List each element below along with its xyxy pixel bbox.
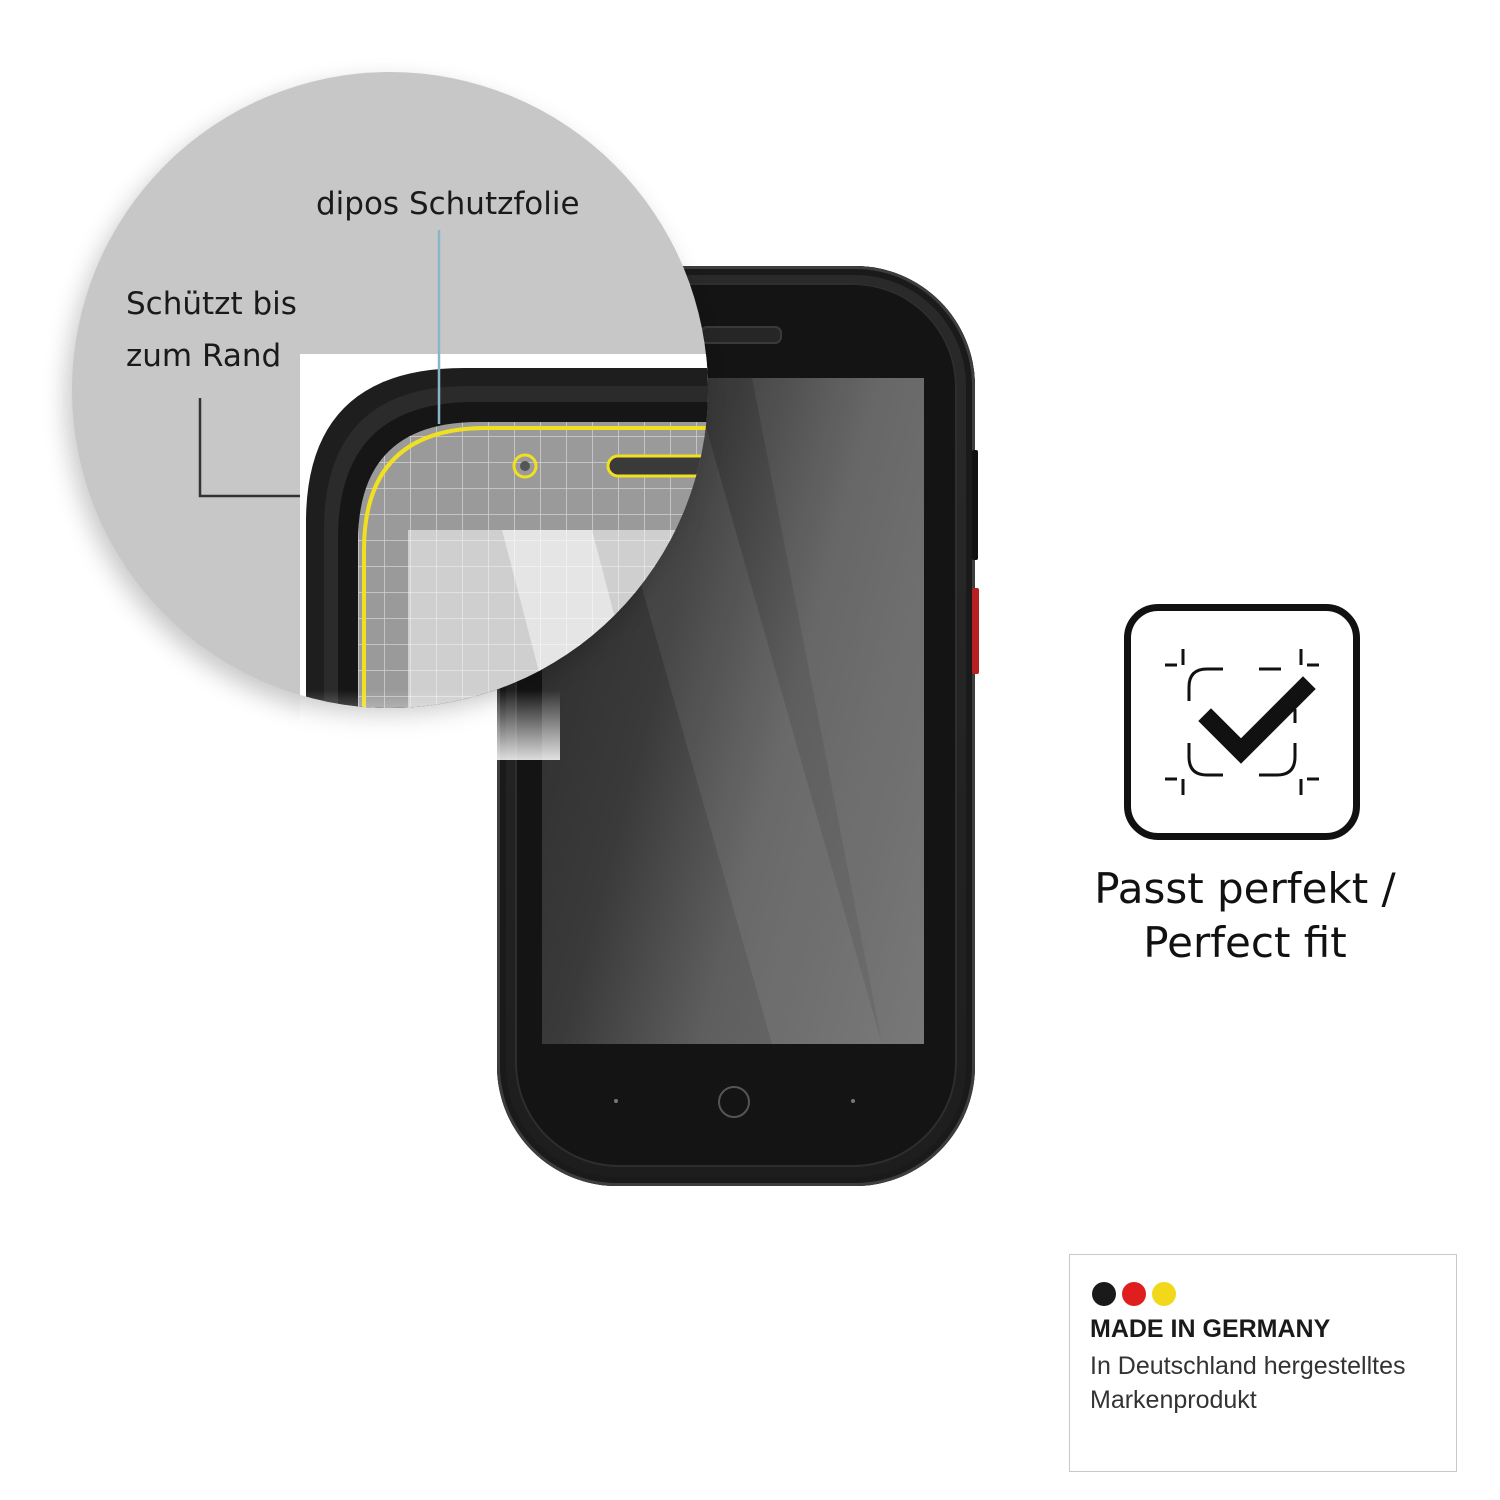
home-button [718, 1086, 750, 1118]
label-edge-protection-line1: Schützt bis [126, 286, 297, 322]
badge-subtitle: In Deutschland hergestelltes Markenprodu… [1090, 1349, 1450, 1417]
magnified-phone-corner [198, 230, 708, 708]
flag-dot-black [1092, 1282, 1116, 1306]
badge-subtitle-line1: In Deutschland hergestelltes [1090, 1352, 1406, 1380]
nav-menu-dot [851, 1099, 855, 1103]
magnifier-fade [300, 690, 560, 760]
nav-back-dot [614, 1099, 618, 1103]
badge-title: MADE IN GERMANY [1090, 1315, 1331, 1343]
perfect-fit-line1: Passt perfekt / [1094, 864, 1396, 913]
phone-power-button [972, 588, 979, 674]
flag-dot-gold [1152, 1282, 1176, 1306]
perfect-fit-line2: Perfect fit [1143, 918, 1347, 967]
flag-dot-red [1122, 1282, 1146, 1306]
perfect-fit-label: Passt perfekt / Perfect fit [1050, 862, 1440, 970]
label-edge-protection-line2: zum Rand [126, 338, 282, 374]
badge-subtitle-line2: Markenprodukt [1090, 1386, 1257, 1414]
phone-side-button [972, 450, 978, 560]
label-screen-protector: dipos Schutzfolie [316, 186, 580, 222]
magnifier-circle: dipos Schutzfolie Schützt bis zum Rand [72, 72, 708, 708]
made-in-germany-badge: MADE IN GERMANY In Deutschland hergestel… [1069, 1254, 1457, 1472]
check-fit-icon [1124, 604, 1360, 840]
phone-speaker [700, 326, 782, 344]
